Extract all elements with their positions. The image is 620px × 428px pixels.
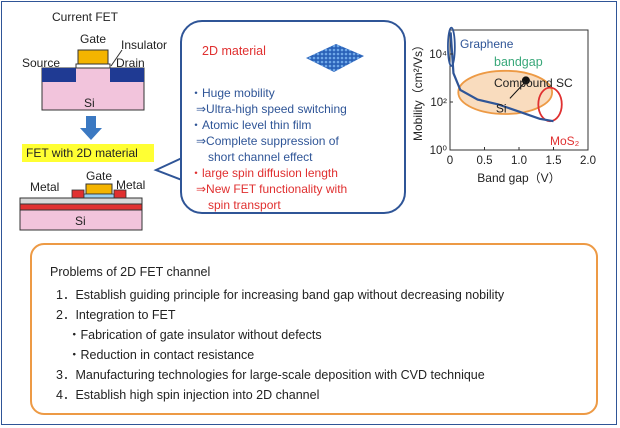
bubble-line: ・Huge mobility (190, 86, 275, 100)
bubble-line: ⇒Ultra-high speed switching (196, 102, 347, 116)
annotation-label: bandgap (494, 55, 543, 69)
bubble-line: ・Atomic level thin film (190, 118, 312, 132)
y-tick-label: 10² (430, 97, 447, 109)
bubble-line: ・large spin diffusion length (190, 166, 338, 180)
problem-subitem: ・Reduction in contact resistance (68, 348, 255, 362)
x-tick-label: 2.0 (580, 155, 596, 167)
bubble-line: spin transport (208, 198, 281, 212)
problem-item: 3．Manufacturing technologies for large-s… (56, 368, 485, 382)
region-label: Compound SC (494, 76, 573, 90)
problems-box: Problems of 2D FET channel 1．Establish g… (30, 243, 598, 415)
problems-title: Problems of 2D FET channel (50, 265, 211, 279)
channel-2d-layer (83, 193, 115, 199)
region-label: Graphene (460, 37, 514, 51)
insulator-layer (75, 63, 111, 69)
insulator-pointer (110, 49, 123, 67)
gate2-block (85, 183, 113, 195)
y-axis-label: Mobility（cm²/Vs） (411, 39, 425, 141)
current-fet-title: Current FET (52, 10, 119, 24)
y-tick-label: 10⁰ (430, 145, 448, 157)
source-contact (42, 68, 76, 82)
2d-material-icon (306, 44, 364, 72)
fet-2d-title: FET with 2D material (26, 146, 138, 160)
bubble-line: ⇒Complete suppression of (196, 134, 339, 148)
problem-subitem: ・Fabrication of gate insulator without d… (68, 328, 322, 342)
source-label: Source (22, 56, 61, 70)
si-point-label: Si (496, 101, 507, 115)
x-axis-label: Band gap（V） (477, 171, 560, 185)
drain-label: Drain (116, 56, 145, 70)
insulator-label: Insulator (121, 38, 168, 52)
x-tick-label: 0 (447, 155, 453, 167)
region-ellipse (447, 26, 456, 67)
x-tick-label: 0.5 (477, 155, 493, 167)
fet-diagrams (19, 49, 145, 231)
problem-item: 4．Establish high spin injection into 2D … (56, 388, 320, 402)
down-arrow (80, 116, 102, 140)
x-tick-label: 1.5 (546, 155, 562, 167)
x-tick-label: 1.0 (511, 155, 527, 167)
region-label: MoS₂ (550, 134, 580, 148)
bubble-title: 2D material (202, 44, 266, 58)
y-tick-label: 10⁴ (429, 49, 447, 61)
si-pointer (509, 83, 525, 99)
problem-item: 2．Integration to FET (56, 308, 176, 322)
problem-item: 1．Establish guiding principle for increa… (56, 288, 505, 302)
bubble-line: short channel effect (208, 150, 313, 164)
drain-contact (110, 68, 144, 82)
si-point (521, 76, 530, 85)
oxide-layer (19, 197, 143, 205)
bubble-line: ⇒New FET functionality with (196, 182, 348, 196)
fet-2d-highlight (22, 144, 154, 162)
metal-right-label: Metal (116, 178, 146, 192)
si-substrate-2 (19, 209, 143, 231)
gate-block (77, 49, 109, 65)
metal-bottom-layer (19, 203, 143, 211)
plot-area (449, 29, 589, 151)
metal-left-label: Metal (30, 180, 60, 194)
si2-label: Si (75, 214, 86, 228)
metal-left-block (71, 189, 85, 199)
bandgap-curve (449, 32, 554, 123)
gate-label: Gate (80, 32, 107, 46)
gate2-label: Gate (86, 169, 113, 183)
si-label: Si (84, 96, 95, 110)
material-bubble: 2D material ・Huge mobility ⇒Ultra-high sp… (180, 20, 406, 214)
